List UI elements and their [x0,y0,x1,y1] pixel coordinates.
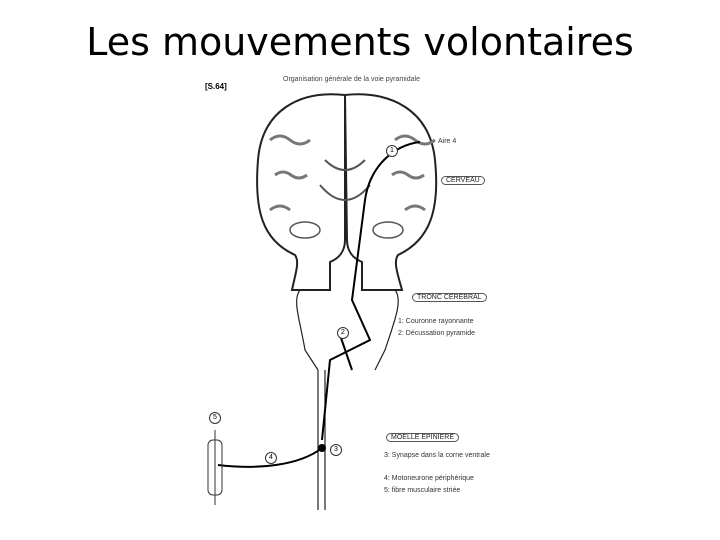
spinal-item-5: 5: fibre musculaire striée [384,487,461,494]
marker-5: 5 [209,412,221,424]
brainstem-item-1: 1: Couronne rayonnante [398,318,474,325]
marker-1: 1 [386,145,398,157]
brain-box-label: CERVEAU [441,176,485,185]
figure-reference: [S.64] [205,82,227,91]
motor-synapse [318,444,326,452]
spinal-box-label: MOELLE EPINIERE [386,433,460,442]
brainstem-box-label: TRONC CEREBRAL [412,293,487,302]
marker-4: 4 [265,452,277,464]
figure-caption: Organisation générale de la voie pyramid… [283,76,420,83]
marker-3: 3 [330,444,342,456]
pyramidal-tract [217,141,421,468]
brainstem [296,289,399,371]
spinal-item-3: 3: Synapse dans la corne ventrale [384,452,490,459]
area-4-label: Aire 4 [438,138,457,145]
brainstem-item-2: 2: Décussation pyramide [398,330,476,337]
slide-title: Les mouvements volontaires [86,20,634,64]
brain-section [256,93,438,291]
muscle [207,430,223,505]
marker-2: 2 [337,327,349,339]
spinal-cord [317,370,326,510]
spinal-item-4: 4: Motoneurone périphérique [384,475,474,482]
